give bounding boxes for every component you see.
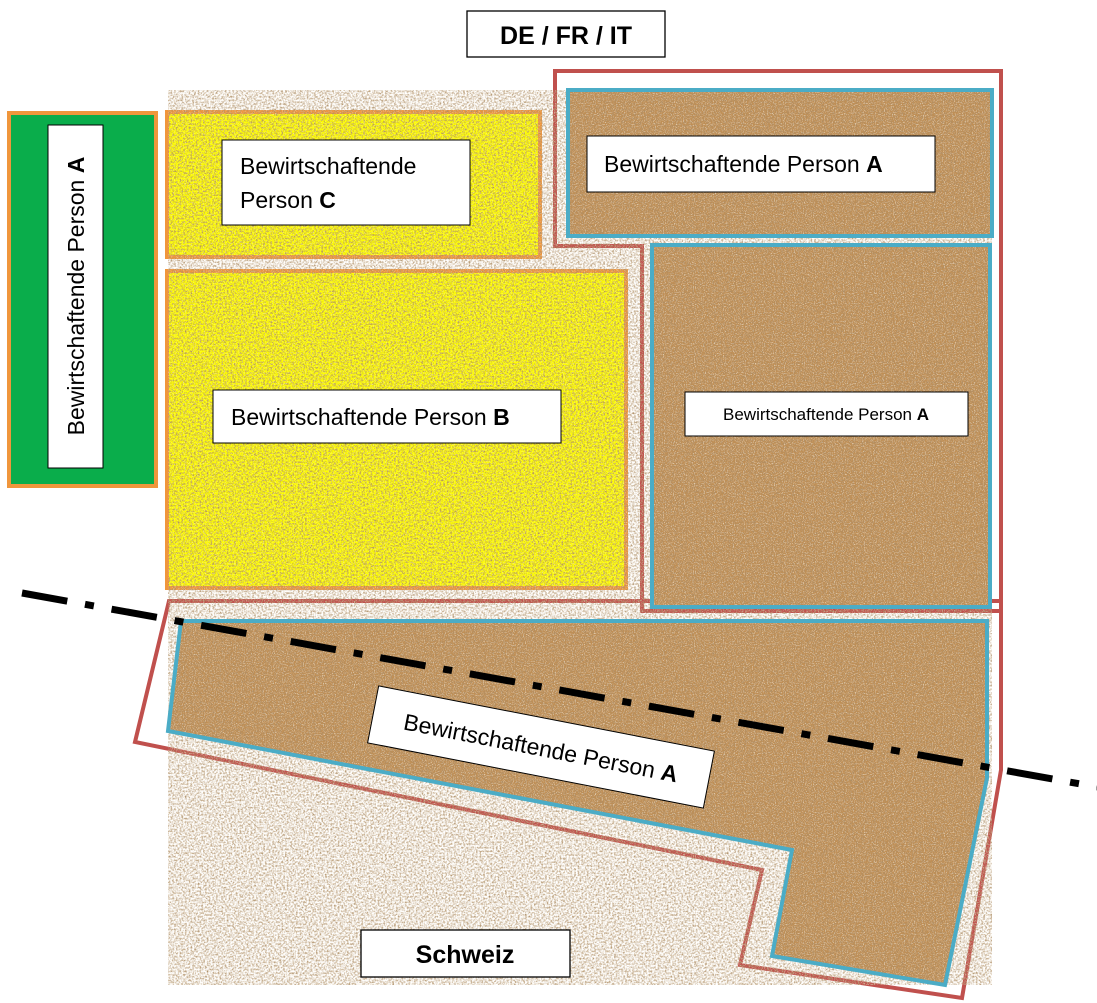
label-yellow-top-prefix: Person (240, 187, 319, 213)
label-soil-right-parcel: Bewirtschaftende Person A (684, 391, 969, 437)
label-green-parcel: Bewirtschaftende Person A (47, 124, 104, 469)
svg-text:Person C: Person C (240, 187, 336, 213)
label-soil-top-letter: A (866, 151, 883, 177)
country-label-schweiz: Schweiz (360, 929, 571, 978)
label-soil-top-parcel: Bewirtschaftende Person A (586, 135, 936, 193)
label-yellow-big-prefix: Bewirtschaftende Person (231, 404, 493, 430)
svg-text:Bewirtschaftende Person A: Bewirtschaftende Person A (723, 405, 929, 424)
label-green-letter: A (63, 157, 89, 174)
parcel-soil-bottom (168, 621, 987, 985)
label-soil-bottom-letter: A (659, 759, 680, 788)
label-green-prefix: Bewirtschaftende Person (63, 173, 89, 435)
label-yellow-big-letter: B (493, 404, 510, 430)
label-yellow-top-parcel: Bewirtschaftende Person C (221, 139, 471, 226)
label-yellow-top-line1: Bewirtschaftende (240, 153, 416, 179)
label-soil-right-prefix: Bewirtschaftende Person (723, 405, 917, 424)
svg-text:Bewirtschaftende Person A: Bewirtschaftende Person A (604, 151, 883, 177)
svg-text:Bewirtschaftende Person B: Bewirtschaftende Person B (231, 404, 510, 430)
svg-text:Bewirtschaftende Person A: Bewirtschaftende Person A (63, 157, 89, 436)
national-border-line (21, 589, 1097, 791)
outer-boundary-south (132, 599, 1003, 1001)
country-label-de-fr-it: DE / FR / IT (466, 10, 666, 58)
label-yellow-big-parcel: Bewirtschaftende Person B (212, 389, 562, 444)
label-soil-right-letter: A (917, 405, 929, 424)
schweiz-label-text: Schweiz (416, 941, 515, 969)
label-yellow-top-letter: C (319, 187, 336, 213)
label-soil-top-prefix: Bewirtschaftende Person (604, 151, 866, 177)
outer-boundary-north (553, 69, 1003, 613)
country-label-text: DE / FR / IT (500, 22, 632, 50)
